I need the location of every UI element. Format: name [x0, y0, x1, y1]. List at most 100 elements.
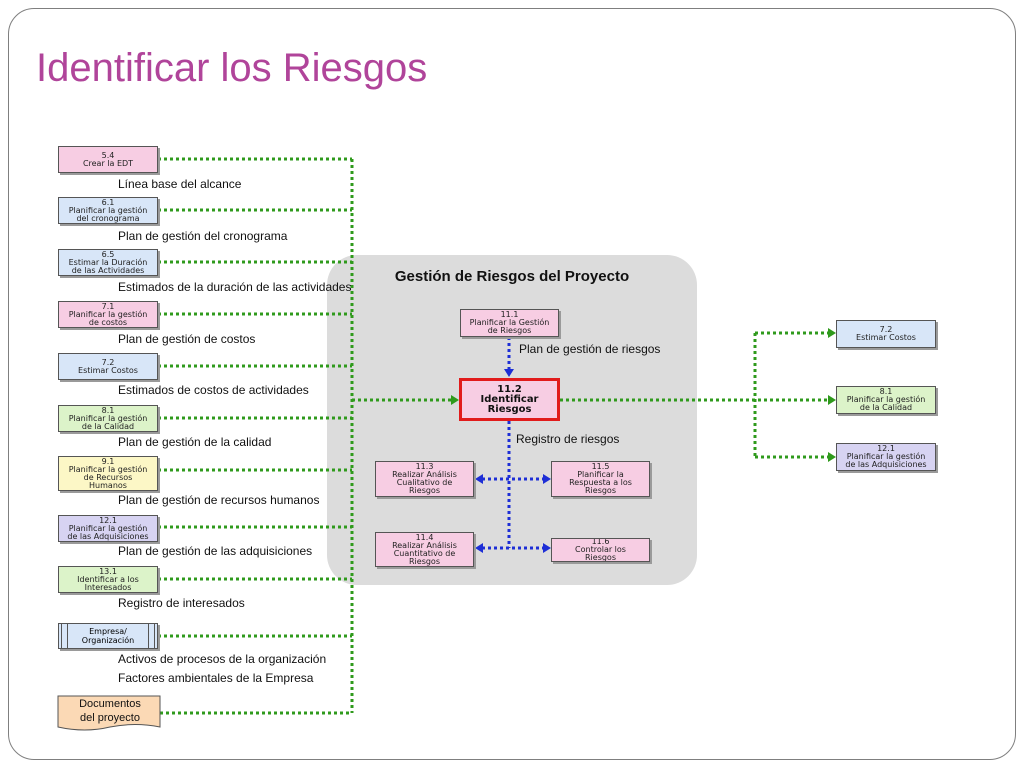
box-line: Empresa/	[89, 627, 127, 636]
label-factores-ambientales: Factores ambientales de la Empresa	[118, 671, 314, 685]
input-box-9-1: 9.1 Planificar la gestión de Recursos Hu…	[58, 456, 158, 491]
box-line: 11.2	[497, 383, 522, 395]
box-line: Realizar Análisis	[392, 470, 457, 479]
inner-box-11-5: 11.5 Planificar la Respuesta a los Riesg…	[551, 461, 650, 497]
box-line: 7.1	[101, 301, 115, 311]
box-line: de la Calidad	[859, 403, 913, 412]
label-plan-gestion-riesgos: Plan de gestión de riesgos	[519, 342, 661, 356]
input-box-6-1: 6.1 Planificar la gestión del cronograma	[58, 197, 158, 224]
identificar-riesgos-box: 11.2 Identificar Riesgos	[459, 378, 560, 421]
label-plan-recursos-humanos: Plan de gestión de recursos humanos	[118, 493, 320, 507]
box-line: Controlar los	[575, 545, 626, 554]
output-box-7-2: 7.2 Estimar Costos	[836, 320, 936, 348]
box-line: 11.6	[591, 538, 610, 546]
box-line: Planificar la Gestión	[469, 318, 550, 327]
box-line: 7.2	[879, 325, 893, 334]
box-line: 6.1	[101, 197, 115, 207]
box-line: Planificar la gestión	[68, 464, 148, 474]
box-line: Planificar la gestión	[68, 309, 148, 319]
arrow-plan-to-center	[504, 369, 514, 377]
input-box-8-1: 8.1 Planificar la gestión de la Calidad	[58, 405, 158, 432]
box-line: de las Adquisiciones	[67, 531, 149, 541]
box-line: de costos	[88, 317, 128, 327]
label-activos-procesos: Activos de procesos de la organización	[118, 652, 327, 666]
box-line: 13.1	[99, 566, 117, 576]
input-box-13-1: 13.1 Identificar a los Interesados	[58, 566, 158, 593]
arrow-to-11-6	[543, 543, 551, 553]
box-line: Organización	[81, 636, 135, 645]
box-line: del cronograma	[76, 213, 140, 223]
label-plan-costos: Plan de gestión de costos	[118, 332, 256, 346]
box-line: 8.1	[879, 387, 893, 396]
box-line: del proyecto	[80, 712, 140, 724]
box-line: de Riesgos	[487, 326, 532, 335]
documentos-proyecto-label: Documentos del proyecto	[60, 697, 160, 725]
box-line: 7.2	[101, 357, 115, 367]
inner-box-11-6: 11.6 Controlar los Riesgos	[551, 538, 650, 562]
box-line: Estimar Costos	[856, 333, 916, 342]
inner-box-11-4: 11.4 Realizar Análisis Cuantitativo de R…	[375, 532, 474, 567]
box-line: Estimar la Duración	[68, 257, 148, 267]
arrow-to-center	[451, 395, 459, 405]
box-line: Interesados	[84, 582, 132, 592]
box-line: Realizar Análisis	[392, 540, 457, 550]
label-registro-riesgos: Registro de riesgos	[516, 432, 620, 446]
box-line: 12.1	[99, 515, 117, 525]
box-line: 11.3	[415, 462, 434, 471]
box-line: Cuantitativo de	[393, 548, 456, 558]
input-box-5-4: 5.4 Crear la EDT	[58, 146, 158, 173]
slide-title: Identificar los Riesgos	[36, 46, 428, 90]
box-line: Respuesta a los	[569, 478, 632, 487]
box-line: Identificar a los	[77, 574, 139, 584]
arrow-to-output-12-1	[828, 452, 836, 462]
box-line: Planificar la gestión	[68, 523, 148, 533]
box-line: Identificar	[480, 393, 539, 405]
output-box-12-1: 12.1 Planificar la gestión de las Adquis…	[836, 443, 936, 471]
label-estimados-duracion: Estimados de la duración de las activida…	[118, 280, 352, 294]
box-line: de la Calidad	[81, 421, 135, 431]
panel-title: Gestión de Riesgos del Proyecto	[394, 268, 630, 285]
box-line: Riesgos	[487, 403, 532, 415]
arrow-to-11-4	[475, 543, 483, 553]
box-line: Riesgos	[408, 486, 440, 495]
label-plan-calidad: Plan de gestión de la calidad	[118, 435, 272, 449]
arrow-to-output-8-1	[828, 395, 836, 405]
arrow-to-output-7-2	[828, 328, 836, 338]
box-line: Riesgos	[584, 486, 616, 495]
box-line: Crear la EDT	[82, 158, 134, 168]
box-line: Cualitativo de	[396, 478, 453, 487]
box-line: 11.4	[415, 532, 434, 542]
plan-gestion-riesgos-box: 11.1 Planificar la Gestión de Riesgos	[460, 309, 559, 337]
box-line: Planificar la gestión	[846, 452, 926, 461]
label-plan-cronograma: Plan de gestión del cronograma	[118, 229, 288, 243]
label-estimados-costos: Estimados de costos de actividades	[118, 383, 309, 397]
label-linea-base-alcance: Línea base del alcance	[118, 177, 242, 191]
box-line: 11.1	[500, 310, 519, 319]
arrow-to-11-3	[475, 474, 483, 484]
box-line: 5.4	[101, 150, 115, 160]
box-line: Planificar la gestión	[68, 413, 148, 423]
input-box-6-5: 6.5 Estimar la Duración de las Actividad…	[58, 249, 158, 276]
box-line: 8.1	[101, 405, 115, 415]
input-box-7-2: 7.2 Estimar Costos	[58, 353, 158, 380]
slide-frame	[8, 8, 1016, 760]
box-line: Riesgos	[584, 553, 616, 562]
box-line: Documentos	[79, 698, 141, 710]
box-line: Planificar la gestión	[68, 205, 148, 215]
arrow-to-11-5	[543, 474, 551, 484]
box-line: Estimar Costos	[78, 365, 138, 375]
box-line: de Recursos	[83, 472, 133, 482]
documentos-shape	[57, 695, 161, 731]
box-line: 12.1	[877, 444, 895, 453]
box-line: Planificar la	[577, 470, 624, 479]
box-line: 9.1	[101, 456, 115, 466]
box-line: de las Actividades	[71, 265, 145, 275]
box-line: Riesgos	[408, 556, 440, 566]
empresa-organizacion-box: Empresa/ Organización	[58, 623, 158, 649]
box-line: 6.5	[101, 249, 115, 259]
inner-box-11-3: 11.3 Realizar Análisis Cualitativo de Ri…	[375, 461, 474, 497]
label-plan-adquisiciones: Plan de gestión de las adquisiciones	[118, 544, 313, 558]
label-registro-interesados: Registro de interesados	[118, 596, 245, 610]
output-box-8-1: 8.1 Planificar la gestión de la Calidad	[836, 386, 936, 414]
